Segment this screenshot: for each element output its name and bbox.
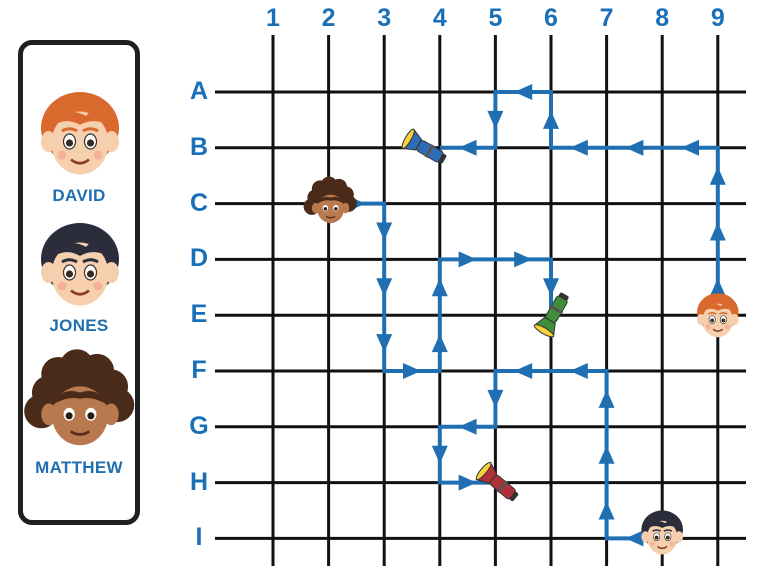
path-arrow-icon	[599, 390, 615, 408]
cheek-shape	[94, 282, 103, 291]
path-arrow-icon	[376, 334, 392, 352]
cheek-shape	[669, 542, 674, 547]
path-arrow-icon	[432, 334, 448, 352]
path-arrow-icon	[599, 446, 615, 464]
path-arrow-icon	[487, 111, 503, 129]
matthew-face-icon	[304, 177, 357, 224]
pupil-shape	[710, 318, 714, 322]
column-label-6: 6	[536, 4, 566, 33]
path-jones	[432, 363, 662, 546]
row-label-F: F	[184, 356, 214, 385]
path-arrow-icon	[514, 251, 532, 267]
path-arrow-icon	[487, 390, 503, 408]
path-arrow-icon	[459, 419, 477, 435]
column-label-8: 8	[647, 4, 677, 33]
row-label-H: H	[184, 468, 214, 497]
path-matthew	[329, 196, 559, 379]
path-arrow-icon	[376, 223, 392, 241]
path-arrow-icon	[599, 502, 615, 520]
pupil-shape	[66, 412, 73, 419]
path-arrow-icon	[625, 530, 643, 546]
legend-name-david: DAVID	[23, 186, 135, 206]
david-face-icon	[697, 293, 739, 337]
column-label-4: 4	[425, 4, 455, 33]
pupil-shape	[324, 207, 327, 210]
path-arrow-icon	[459, 475, 477, 491]
path-arrow-icon	[432, 278, 448, 296]
legend-name-jones: JONES	[23, 316, 135, 336]
path-arrow-icon	[625, 140, 643, 156]
pupil-shape	[66, 139, 73, 146]
pupil-shape	[87, 139, 94, 146]
cheek-shape	[706, 324, 711, 329]
cheek-shape	[58, 151, 67, 160]
legend-name-matthew: MATTHEW	[23, 458, 135, 478]
row-label-G: G	[184, 412, 214, 441]
cheek-shape	[94, 151, 103, 160]
path-arrow-icon	[514, 363, 532, 379]
matthew-face-icon	[24, 349, 134, 445]
jones-face-icon	[41, 223, 119, 306]
path-arrow-icon	[543, 278, 559, 296]
path-arrow-icon	[376, 278, 392, 296]
path-david	[440, 84, 726, 315]
column-label-2: 2	[314, 4, 344, 33]
jones-face-icon	[641, 510, 683, 554]
legend-faces	[24, 92, 134, 445]
path-arrow-icon	[514, 84, 532, 100]
column-label-7: 7	[592, 4, 622, 33]
path-arrow-icon	[570, 363, 588, 379]
column-label-5: 5	[480, 4, 510, 33]
pupil-shape	[721, 318, 725, 322]
path-arrow-icon	[403, 363, 421, 379]
row-label-I: I	[184, 523, 214, 552]
path-arrow-icon	[432, 446, 448, 464]
column-label-9: 9	[703, 4, 733, 33]
path-arrow-icon	[710, 223, 726, 241]
cheek-shape	[725, 324, 730, 329]
path-arrow-icon	[459, 251, 477, 267]
pupil-shape	[334, 207, 337, 210]
row-label-D: D	[184, 244, 214, 273]
cheek-shape	[650, 542, 655, 547]
path-arrow-icon	[459, 140, 477, 156]
row-label-B: B	[184, 133, 214, 162]
column-label-3: 3	[369, 4, 399, 33]
column-label-1: 1	[258, 4, 288, 33]
row-label-E: E	[184, 300, 214, 329]
path-arrow-icon	[681, 140, 699, 156]
cheek-shape	[58, 282, 67, 291]
pupil-shape	[655, 536, 659, 540]
david-face-icon	[41, 92, 119, 175]
row-label-C: C	[184, 189, 214, 218]
path-arrow-icon	[543, 111, 559, 129]
pupil-shape	[66, 270, 73, 277]
row-label-A: A	[184, 77, 214, 106]
pupil-shape	[87, 270, 94, 277]
path-arrow-icon	[710, 167, 726, 185]
pupil-shape	[666, 536, 670, 540]
path-arrow-icon	[570, 140, 588, 156]
pupil-shape	[87, 412, 94, 419]
